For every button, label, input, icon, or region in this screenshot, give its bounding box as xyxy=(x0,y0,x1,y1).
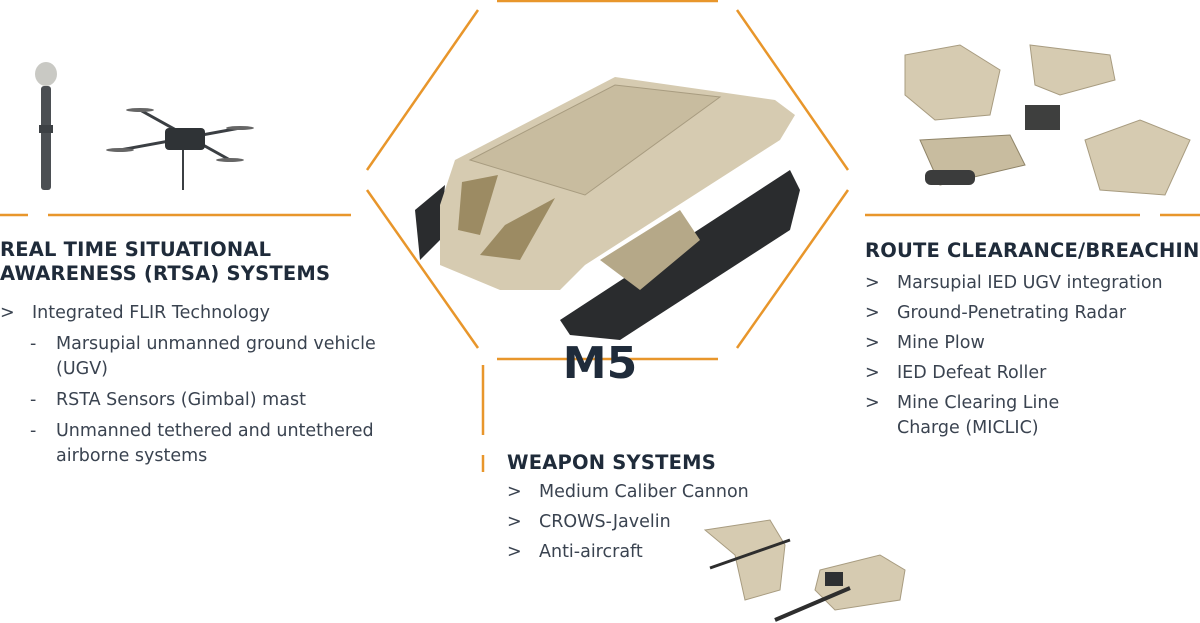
weapon-systems-section: WEAPON SYSTEMS > Medium Caliber Cannon > C… xyxy=(507,451,749,565)
weapon-item: Anti-aircraft xyxy=(539,542,643,562)
route-item: Mine Plow xyxy=(897,333,985,353)
bullet-arrow-icon: > xyxy=(865,363,880,383)
rtsa-item: Integrated FLIR Technology xyxy=(32,303,270,323)
rtsa-sub-item-cont: airborne systems xyxy=(56,446,208,466)
route-item: Mine Clearing Line xyxy=(897,393,1060,413)
weapon-item: Medium Caliber Cannon xyxy=(539,482,749,502)
bullet-dash-icon: - xyxy=(30,390,37,410)
bullet-arrow-icon: > xyxy=(865,273,880,293)
bullet-arrow-icon: > xyxy=(865,333,880,353)
rtsa-section: REAL TIME SITUATIONAL AWARENESS (RTSA) S… xyxy=(0,238,376,469)
bullet-arrow-icon: > xyxy=(507,512,522,532)
rtsa-sub-item: Marsupial unmanned ground vehicle xyxy=(56,334,376,354)
bullet-arrow-icon: > xyxy=(507,542,522,562)
bullet-arrow-icon: > xyxy=(507,482,522,502)
route-item: Marsupial IED UGV integration xyxy=(897,273,1163,293)
route-clearance-section: ROUTE CLEARANCE/BREACHING > Marsupial IED… xyxy=(865,239,1200,441)
bullet-dash-icon: - xyxy=(30,334,37,354)
bullet-dash-icon: - xyxy=(30,421,37,441)
bullet-arrow-icon: > xyxy=(865,303,880,323)
weapon-item: CROWS-Javelin xyxy=(539,512,671,532)
rtsa-sub-item: RSTA Sensors (Gimbal) mast xyxy=(56,390,306,410)
weapons-heading: WEAPON SYSTEMS xyxy=(507,451,716,474)
rtsa-heading-line2: AWARENESS (RTSA) SYSTEMS xyxy=(0,262,331,285)
route-item-cont: Charge (MICLIC) xyxy=(897,418,1039,438)
bullet-arrow-icon: > xyxy=(865,393,880,413)
rtsa-sub-item-cont: (UGV) xyxy=(56,359,108,379)
rtsa-heading-line1: REAL TIME SITUATIONAL xyxy=(0,238,272,261)
center-title: M5 xyxy=(562,338,638,389)
route-item: Ground-Penetrating Radar xyxy=(897,303,1127,323)
route-heading: ROUTE CLEARANCE/BREACHING xyxy=(865,239,1200,262)
rtsa-sub-item: Unmanned tethered and untethered xyxy=(56,421,374,441)
route-item: IED Defeat Roller xyxy=(897,363,1047,383)
bullet-arrow-icon: > xyxy=(0,303,15,323)
